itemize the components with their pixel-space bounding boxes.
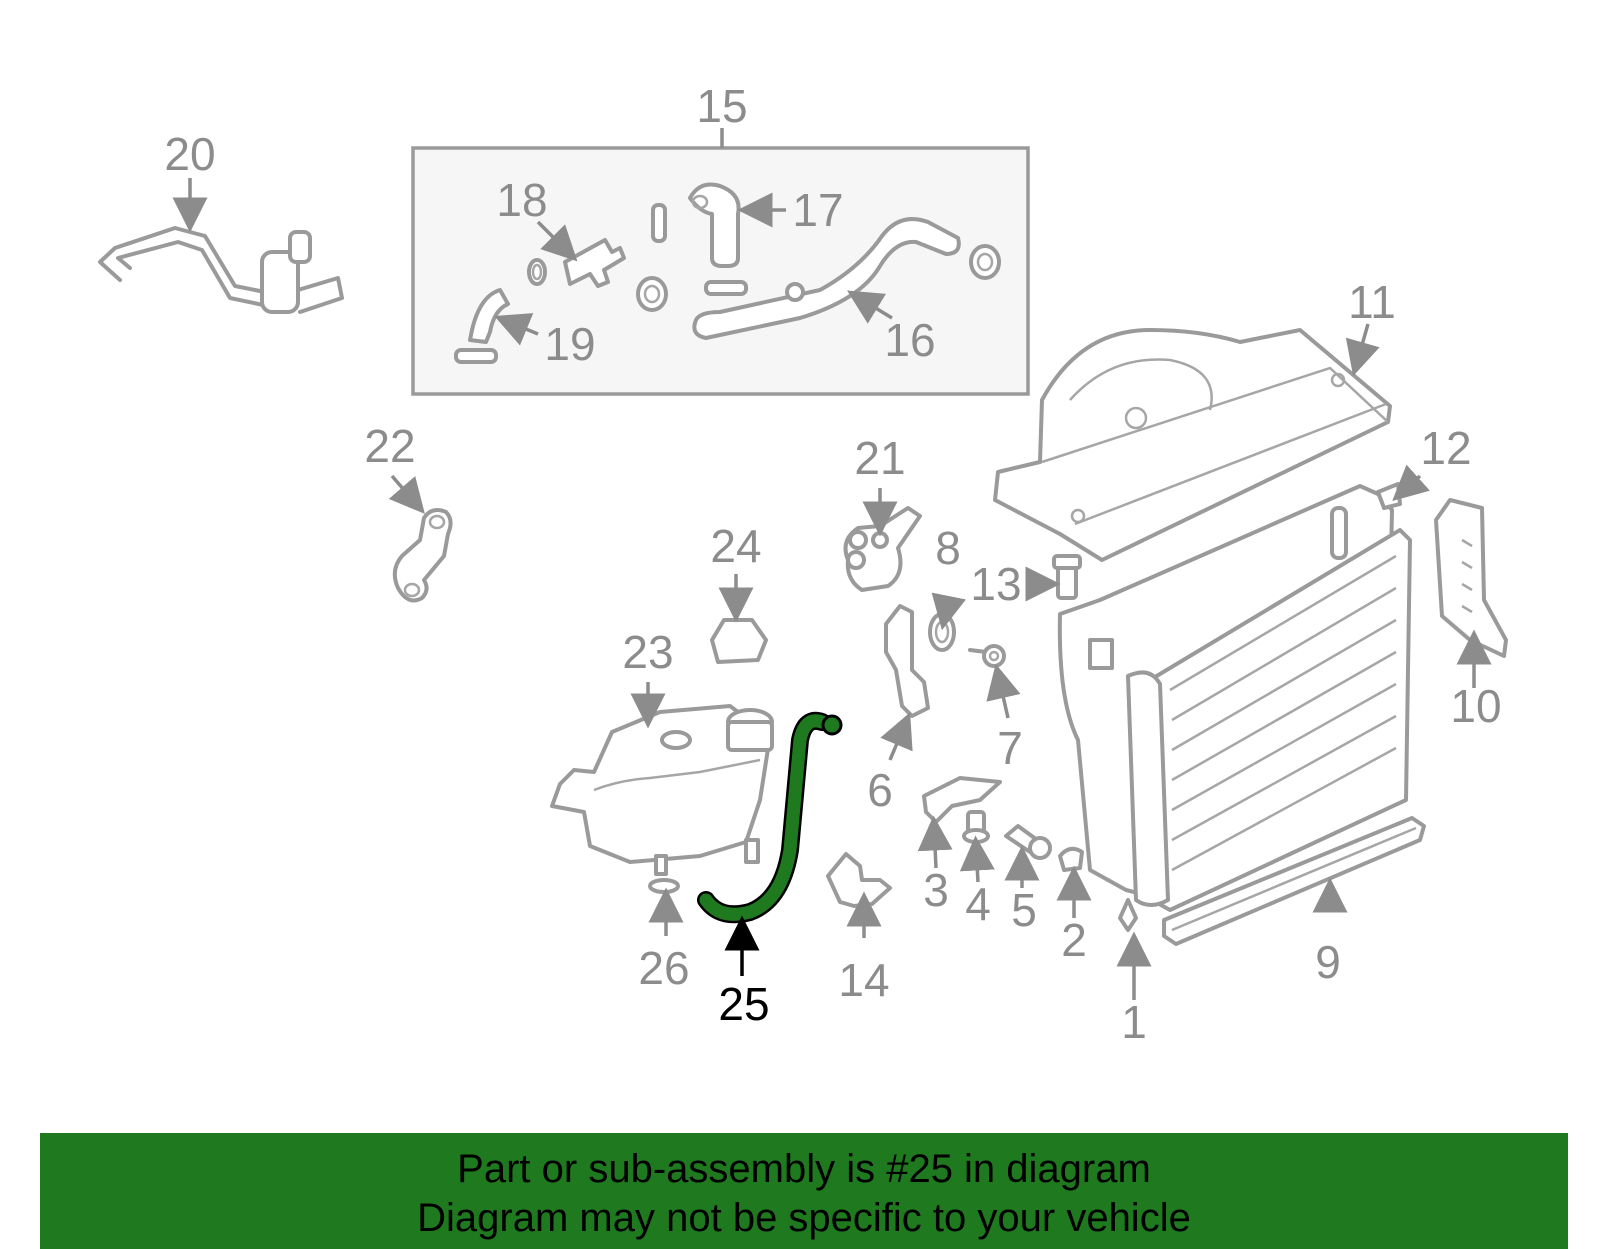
part-18-oring[interactable] — [527, 258, 547, 286]
part-11-fan-shroud[interactable] — [993, 328, 1392, 562]
part-3-bracket[interactable] — [922, 776, 1002, 824]
part-5-bolt[interactable] — [1004, 824, 1052, 860]
part-26-oring[interactable] — [648, 878, 680, 894]
part-18-tee-fitting[interactable] — [563, 238, 626, 288]
radiator[interactable] — [1057, 484, 1412, 932]
part-20-pipe[interactable] — [98, 226, 344, 314]
callout-25-highlighted: 25 — [718, 978, 769, 1030]
part-17-elbow-hose[interactable] — [651, 182, 748, 296]
part-25-hose-highlighted[interactable] — [697, 711, 843, 924]
callout-1: 1 — [1121, 996, 1147, 1048]
callout-23: 23 — [622, 626, 673, 678]
part-13-bolt[interactable] — [1052, 554, 1082, 600]
callout-21: 21 — [854, 432, 905, 484]
banner-line-1: Part or sub-assembly is #25 in diagram — [457, 1147, 1151, 1191]
callout-7: 7 — [997, 722, 1023, 774]
part-22-elbow-hose[interactable] — [392, 508, 453, 603]
part-23-reservoir[interactable] — [550, 704, 774, 876]
part-8-seal[interactable] — [928, 612, 956, 652]
part-12-clip[interactable] — [1376, 482, 1402, 510]
callout-11: 11 — [1348, 276, 1396, 328]
callout-19: 19 — [544, 318, 595, 370]
callout-18: 18 — [496, 174, 547, 226]
part-2-cap[interactable] — [1058, 846, 1084, 872]
part-7-bolt[interactable] — [968, 644, 1006, 668]
callout-22: 22 — [364, 420, 415, 472]
callout-9: 9 — [1315, 936, 1341, 988]
part-16-hose[interactable] — [636, 217, 1001, 340]
callout-26: 26 — [638, 942, 689, 994]
part-10-bracket[interactable] — [1434, 498, 1508, 658]
callout-17: 17 — [792, 184, 843, 236]
part-4-nut[interactable] — [962, 810, 990, 844]
part-6-bracket[interactable] — [884, 604, 930, 718]
banner-line-2: Diagram may not be specific to your vehi… — [417, 1196, 1191, 1240]
callout-5: 5 — [1011, 884, 1037, 936]
part-19-elbow[interactable] — [454, 288, 510, 364]
part-14-clip[interactable] — [826, 852, 892, 908]
part-21-thermostat-housing[interactable] — [843, 506, 922, 592]
callout-20: 20 — [164, 128, 215, 180]
callout-16: 16 — [884, 314, 935, 366]
callout-13: 13 — [970, 558, 1021, 610]
callout-3: 3 — [923, 864, 949, 916]
callout-10: 10 — [1450, 680, 1501, 732]
callout-8: 8 — [935, 522, 961, 574]
callout-15: 15 — [696, 80, 747, 132]
callout-14: 14 — [838, 954, 889, 1006]
part-9-seal-strip[interactable] — [1162, 816, 1426, 946]
part-24-cap[interactable] — [710, 618, 768, 664]
info-banner: Part or sub-assembly is #25 in diagram D… — [40, 1133, 1568, 1249]
callout-6: 6 — [867, 764, 893, 816]
callout-4: 4 — [965, 878, 991, 930]
callout-2: 2 — [1061, 914, 1087, 966]
callout-12: 12 — [1420, 422, 1471, 474]
callout-24: 24 — [710, 520, 761, 572]
leader-arrows — [172, 128, 1492, 1000]
